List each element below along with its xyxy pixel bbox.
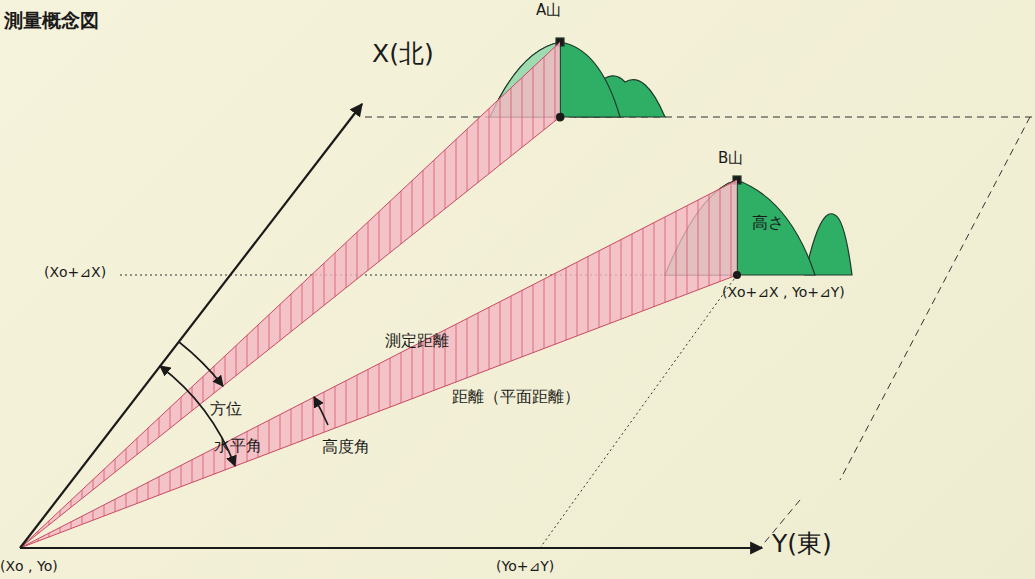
- angle-label: 水平角: [214, 437, 262, 455]
- axis-label: Y(東): [772, 530, 832, 559]
- angle-label: 高度角: [322, 438, 370, 456]
- axes: [20, 104, 762, 548]
- diagram-title: 測量概念図: [4, 10, 99, 32]
- angle-arcs: [160, 342, 328, 466]
- height-label: 高さ: [752, 214, 784, 232]
- coordinate-label: (Xo+⊿X): [44, 264, 106, 280]
- coordinate-label: (Yo+⊿Y): [496, 558, 554, 574]
- coordinate-label: (Xo+⊿X , Yo+⊿Y): [722, 284, 845, 300]
- sight-wedges: [20, 42, 741, 548]
- mountain-name: B山: [718, 150, 743, 167]
- axis-label: X(北): [372, 40, 434, 69]
- mountain-name: A山: [536, 2, 561, 19]
- distance-label: 測定距離: [385, 332, 449, 350]
- distance-label: 距離（平面距離）: [452, 388, 580, 406]
- angle-label: 方位: [210, 400, 242, 418]
- coordinate-label: (Xo , Yo): [0, 558, 58, 574]
